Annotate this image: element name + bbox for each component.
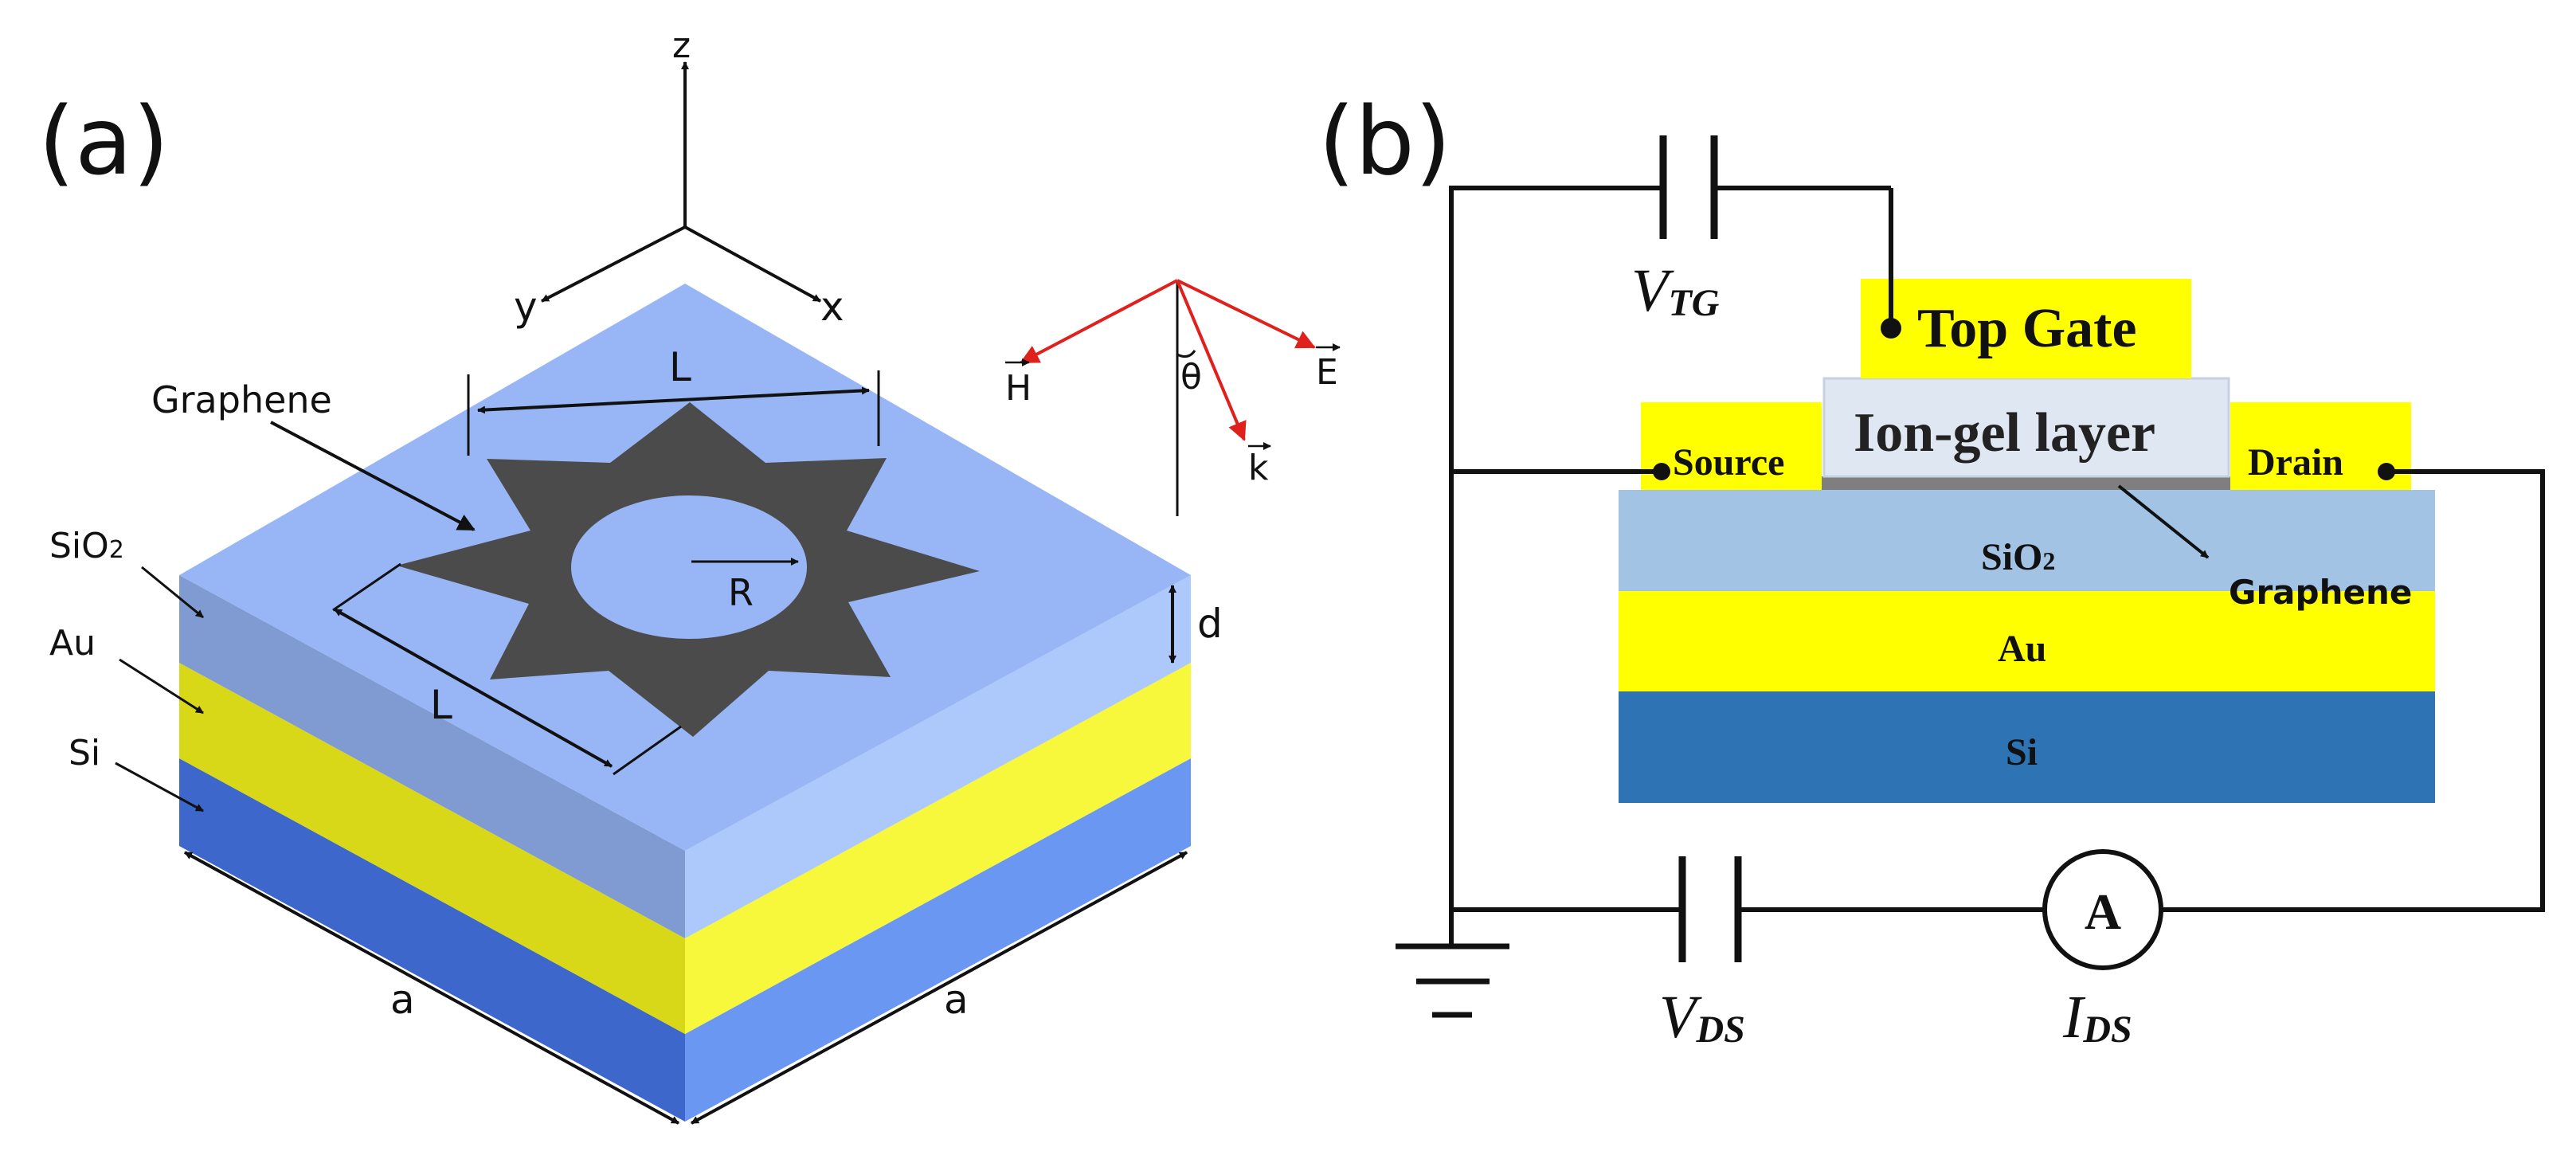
au-leader bbox=[119, 658, 204, 715]
ammeter bbox=[2042, 849, 2163, 970]
L-top-label: L bbox=[669, 344, 691, 390]
E-label: E bbox=[1316, 352, 1338, 393]
panel-a: (a) z y x bbox=[38, 25, 1341, 1125]
si-leader bbox=[115, 762, 204, 813]
sio2-layer bbox=[1619, 490, 2435, 591]
vtg-capacitor bbox=[1659, 135, 1718, 239]
x-axis-label: x bbox=[820, 284, 844, 330]
sio2-layer-right bbox=[685, 575, 1191, 938]
d-label: d bbox=[1197, 601, 1223, 647]
coordinate-axes: z y x bbox=[514, 25, 844, 330]
top-gate-electrode bbox=[1861, 279, 2191, 378]
si-annotation: Si bbox=[69, 733, 100, 773]
drain-wire bbox=[2161, 469, 2545, 912]
theta-arc bbox=[1176, 350, 1196, 358]
drain-contact-dot bbox=[2378, 463, 2395, 480]
panel-b: (b) Top Gate Ion-gel layer Source Drain … bbox=[1318, 86, 2545, 1051]
vds-label: VDS bbox=[1659, 984, 1745, 1051]
gate-loop-wire bbox=[1449, 186, 1663, 910]
dimension-L-top: L bbox=[467, 344, 880, 456]
circuit-wires bbox=[1449, 186, 2545, 946]
a-right-label: a bbox=[944, 977, 969, 1023]
au-layer bbox=[1619, 591, 2435, 691]
H-vector bbox=[1020, 279, 1178, 364]
si-layer bbox=[1619, 691, 2435, 803]
ground-symbol bbox=[1396, 943, 1509, 1018]
graphene-leader bbox=[270, 421, 476, 531]
sio2-annotation: SiO2 bbox=[49, 526, 124, 566]
layer-annotations: Graphene SiO2 Au Si bbox=[49, 378, 476, 813]
L-side-label: L bbox=[430, 682, 452, 728]
source-contact-dot bbox=[1653, 463, 1670, 480]
vds-capacitor bbox=[1678, 856, 1742, 962]
ion-gel-layer bbox=[1822, 377, 2230, 478]
k-vector bbox=[1176, 280, 1247, 441]
graphene-annotation: Graphene bbox=[151, 378, 332, 421]
ion-gel-label: Ion-gel layer bbox=[1854, 402, 2155, 464]
ammeter-label: A bbox=[2085, 883, 2121, 940]
si-label: Si bbox=[2006, 731, 2038, 773]
dimension-L-side: L bbox=[332, 562, 682, 776]
source-label: Source bbox=[1673, 441, 1784, 484]
H-label: H bbox=[1005, 368, 1032, 409]
R-label: R bbox=[728, 571, 754, 614]
top-gate-contact-dot bbox=[1881, 318, 1901, 339]
a-left-label: a bbox=[390, 977, 415, 1023]
sio2-label: SiO2 bbox=[1981, 536, 2055, 578]
z-axis-label: z bbox=[672, 25, 691, 66]
x-axis bbox=[684, 225, 821, 303]
y-axis bbox=[541, 225, 686, 303]
source-electrode bbox=[1641, 402, 1822, 490]
y-axis-label: y bbox=[514, 284, 538, 330]
graphene-label: Graphene bbox=[2229, 573, 2412, 612]
incident-wave: H E k θ bbox=[1005, 279, 1341, 516]
dimension-a-left bbox=[184, 851, 679, 1125]
E-vector bbox=[1176, 279, 1316, 349]
graphene-layer bbox=[1822, 476, 2230, 490]
sio2-leader bbox=[141, 566, 204, 619]
k-label: k bbox=[1248, 448, 1269, 488]
theta-label: θ bbox=[1180, 357, 1202, 397]
vtg-label: VTG bbox=[1631, 257, 1720, 324]
dimension-a-right bbox=[691, 851, 1188, 1125]
panel-a-label: (a) bbox=[38, 86, 169, 196]
drain-label: Drain bbox=[2248, 441, 2343, 484]
au-annotation: Au bbox=[49, 623, 96, 664]
graphene-pointer bbox=[2117, 484, 2210, 559]
au-label: Au bbox=[1998, 628, 2046, 670]
panel-b-label: (b) bbox=[1318, 86, 1451, 196]
ids-label: IDS bbox=[2062, 984, 2132, 1051]
top-gate-label: Top Gate bbox=[1917, 298, 2137, 359]
